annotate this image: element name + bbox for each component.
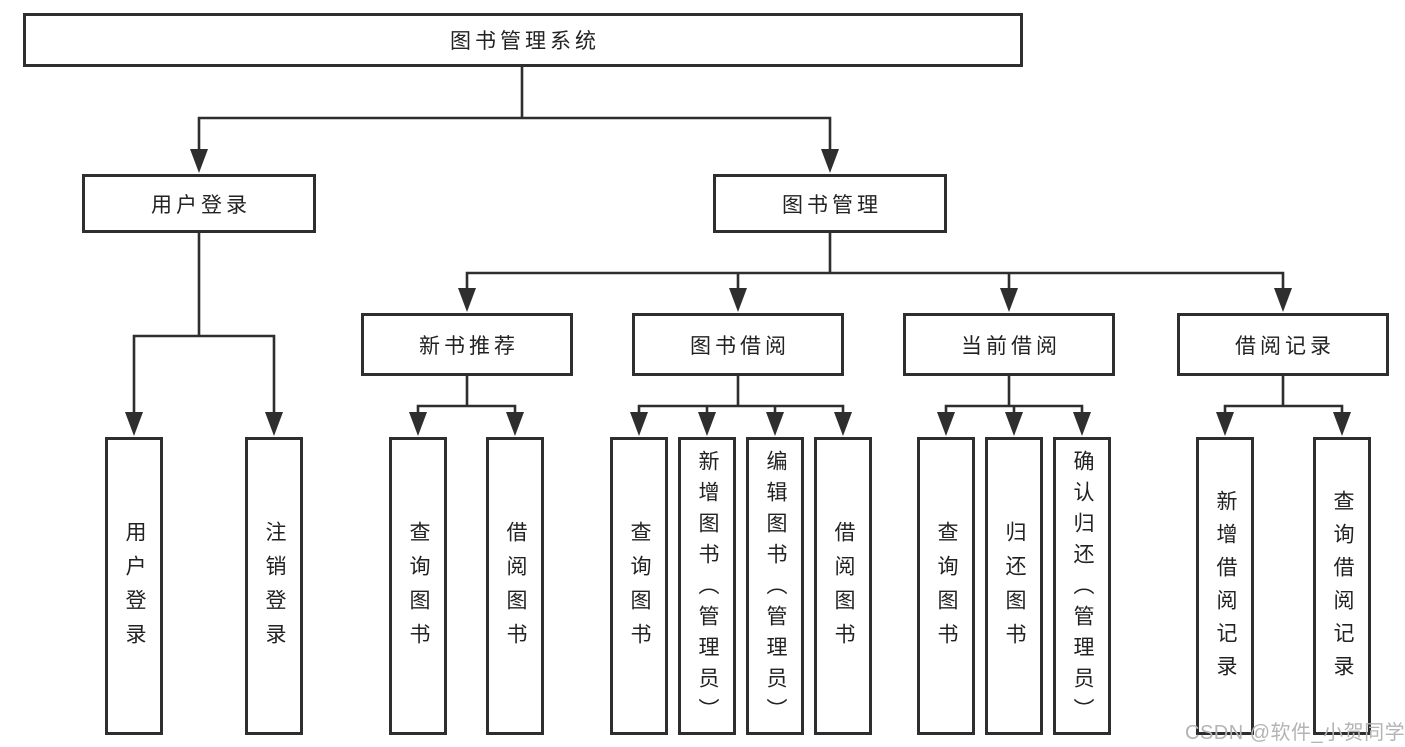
connector-book-borrow-children	[630, 374, 852, 436]
leaf-query-borrow-record: 查询借阅记录	[1313, 437, 1371, 735]
leaf-add-books-admin: 新增图书（管理员）	[678, 437, 736, 735]
leaf-add-borrow-record: 新增借阅记录	[1196, 437, 1254, 735]
leaf-return-books: 归还图书	[985, 437, 1043, 735]
leaf-user-login: 用户登录	[105, 437, 163, 735]
node-new-books: 新书推荐	[361, 313, 573, 376]
connector-book-mgmt-children	[458, 231, 1292, 312]
connector-root-to-level1	[190, 65, 839, 173]
node-book-borrow: 图书借阅	[632, 313, 844, 376]
node-current-borrow: 当前借阅	[903, 313, 1115, 376]
leaf-query-books-3: 查询图书	[917, 437, 975, 735]
connector-user-login-children	[125, 231, 283, 436]
connector-borrow-records-children	[1216, 374, 1351, 436]
leaf-borrow-books-1: 借阅图书	[486, 437, 544, 735]
node-book-mgmt: 图书管理	[713, 174, 947, 233]
leaf-edit-books-admin: 编辑图书（管理员）	[746, 437, 804, 735]
node-root-system: 图书管理系统	[23, 13, 1023, 67]
node-user-login: 用户登录	[82, 174, 316, 233]
node-borrow-records: 借阅记录	[1177, 313, 1389, 376]
leaf-borrow-books-2: 借阅图书	[814, 437, 872, 735]
connector-current-borrow-children	[937, 374, 1091, 436]
leaf-logout: 注销登录	[245, 437, 303, 735]
leaf-confirm-return-admin: 确认归还（管理员）	[1053, 437, 1111, 735]
connector-new-books-children	[409, 374, 524, 436]
leaf-query-books-1: 查询图书	[389, 437, 447, 735]
watermark: CSDN @软件_小贺同学	[1185, 722, 1405, 744]
leaf-query-books-2: 查询图书	[610, 437, 668, 735]
